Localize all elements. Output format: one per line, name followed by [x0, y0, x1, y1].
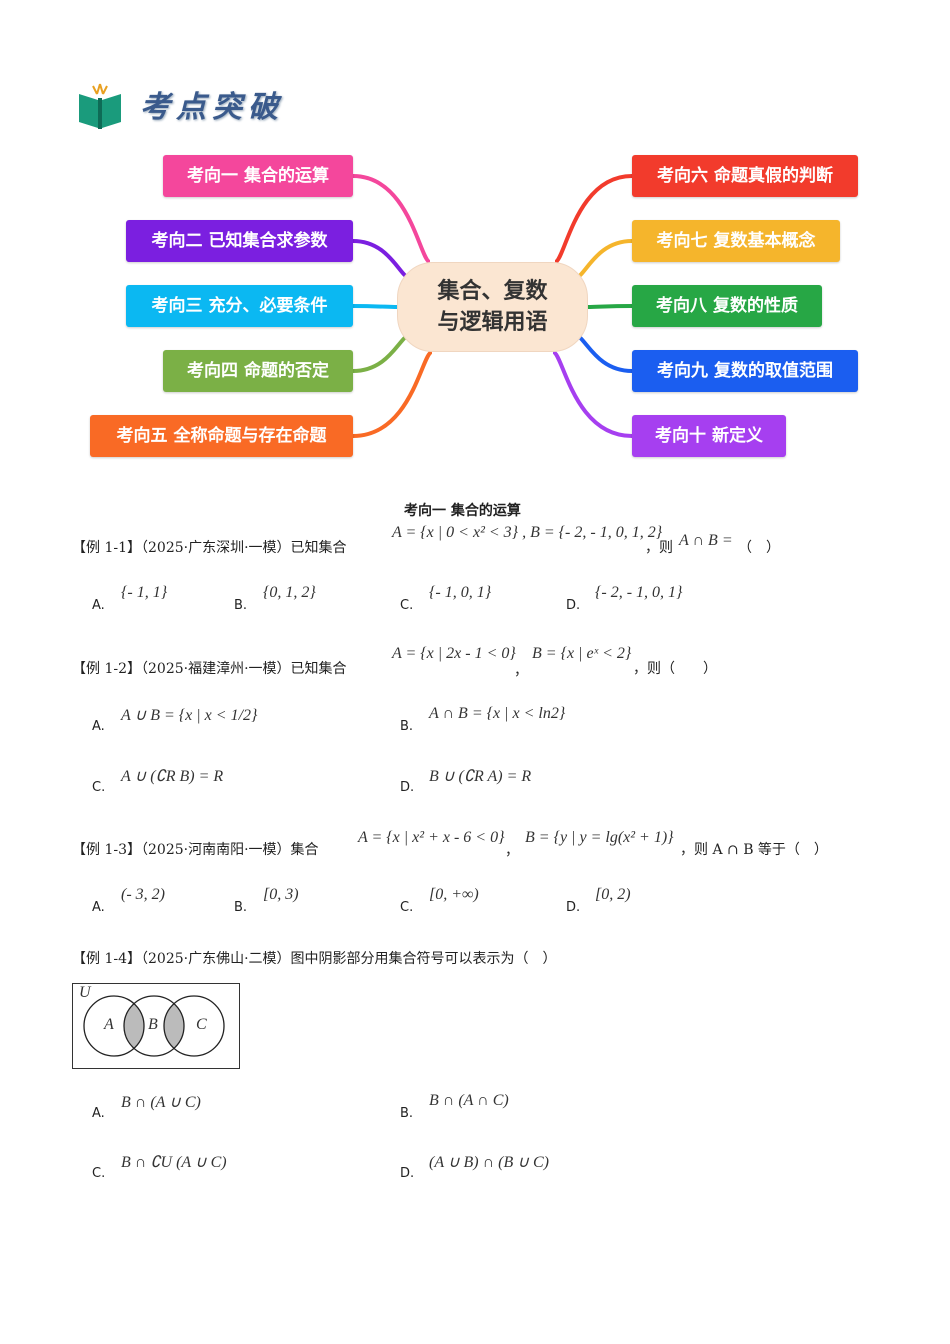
option-value[interactable]: B ∩ (A ∪ C) [121, 1094, 201, 1111]
connector [574, 333, 633, 373]
question-text: ，则 [645, 540, 673, 556]
mindmap-node-left-4: 考向四 命题的否定 [163, 350, 353, 392]
option-label[interactable]: C. [400, 900, 414, 915]
option-value[interactable]: B ∪ (∁R A) = R [429, 768, 532, 785]
question-source: （2025·广东深圳·一模）已知集合 [141, 540, 347, 556]
mindmap-node-left-5: 考向五 全称命题与存在命题 [90, 415, 353, 457]
connector [352, 333, 411, 373]
question-math: A = {x | 0 < x² < 3} , B = {- 2, - 1, 0,… [392, 524, 663, 541]
mindmap-node-right-9: 考向九 复数的取值范围 [632, 350, 858, 392]
question-4: 【例 1-4】（2025·广东佛山·二模）图中阴影部分用集合符号可以表示为（ ） [72, 948, 557, 968]
option-label[interactable]: C. [92, 780, 106, 795]
connector [587, 304, 633, 309]
center-line-1: 集合、复数 [437, 279, 548, 304]
mindmap-center-node: 集合、复数 与逻辑用语 [397, 262, 588, 352]
connector [352, 239, 411, 280]
option-value[interactable]: {- 1, 1} [121, 584, 168, 601]
question-text: （ ） [738, 540, 780, 556]
question-source: （2025·广东佛山·二模）图中阴影部分用集合符号可以表示为（ ） [141, 951, 557, 967]
question-tag: 【例 1-2】 [72, 661, 141, 677]
question-tag: 【例 1-4】 [72, 951, 141, 967]
option-value[interactable]: [0, 2) [595, 886, 631, 903]
venn-label-c: C [196, 1016, 207, 1033]
connector [352, 304, 398, 309]
open-book-icon [77, 82, 123, 134]
connector [553, 174, 633, 264]
option-value[interactable]: A ∩ B = {x | x < ln2} [429, 705, 566, 722]
option-value[interactable]: (- 3, 2) [121, 886, 165, 903]
mindmap-node-left-2: 考向二 已知集合求参数 [126, 220, 353, 262]
mindmap-node-right-8: 考向八 复数的性质 [632, 285, 822, 327]
question-source: （2025·福建漳州·一模）已知集合 [141, 661, 347, 677]
option-value[interactable]: A ∪ (∁R B) = R [121, 768, 224, 785]
section-heading-logo: 考点突破 [140, 90, 284, 125]
option-label[interactable]: B. [400, 719, 414, 734]
option-value[interactable]: B ∩ (A ∩ C) [429, 1092, 509, 1109]
question-3: 【例 1-3】（2025·河南南阳·一模）集合 [72, 839, 319, 859]
mindmap-node-right-6: 考向六 命题真假的判断 [632, 155, 858, 197]
option-value[interactable]: (A ∪ B) ∩ (B ∪ C) [429, 1154, 549, 1171]
question-text: ，则（ ） [633, 661, 717, 677]
venn-label-a: A [104, 1016, 114, 1033]
option-value[interactable]: [0, 3) [263, 886, 299, 903]
question-math: A = {x | x² + x - 6 < 0} [358, 829, 505, 846]
option-value[interactable]: A ∪ B = {x | x < 1/2} [121, 707, 258, 724]
mindmap-node-right-10: 考向十 新定义 [632, 415, 786, 457]
question-math: B = {y | y = lg(x² + 1)} [525, 829, 674, 846]
question-tag: 【例 1-1】 [72, 540, 141, 556]
mindmap-node-right-7: 考向七 复数基本概念 [632, 220, 840, 262]
option-label[interactable]: D. [566, 598, 581, 613]
question-text: ，则 A ∩ B 等于（ ） [680, 842, 828, 858]
option-label[interactable]: A. [92, 900, 105, 915]
connector [551, 350, 633, 438]
option-label[interactable]: B. [234, 598, 248, 613]
option-label[interactable]: D. [400, 780, 415, 795]
option-label[interactable]: D. [566, 900, 581, 915]
question-2: 【例 1-2】（2025·福建漳州·一模）已知集合 [72, 658, 347, 678]
option-label[interactable]: B. [234, 900, 248, 915]
question-tag: 【例 1-3】 [72, 842, 141, 858]
mindmap-connectors [352, 174, 633, 438]
center-line-2: 与逻辑用语 [437, 310, 548, 335]
question-1: 【例 1-1】（2025·广东深圳·一模）已知集合 [72, 537, 347, 557]
venn-label-u: U [79, 984, 91, 1001]
option-value[interactable]: {0, 1, 2} [263, 584, 316, 601]
option-value[interactable]: B ∩ ∁U (A ∪ C) [121, 1154, 227, 1171]
question-text: ， [505, 843, 519, 859]
option-label[interactable]: C. [92, 1166, 106, 1181]
question-text: ， [514, 663, 528, 679]
option-label[interactable]: C. [400, 598, 414, 613]
option-label[interactable]: A. [92, 719, 105, 734]
connector [352, 350, 434, 438]
venn-diagram: U A B C [72, 983, 240, 1069]
question-math: B = {x | eˣ < 2} [532, 645, 632, 662]
option-value[interactable]: {- 2, - 1, 0, 1} [595, 584, 683, 601]
option-label[interactable]: B. [400, 1106, 414, 1121]
venn-label-b: B [148, 1016, 158, 1033]
question-source: （2025·河南南阳·一模）集合 [141, 842, 319, 858]
option-label[interactable]: D. [400, 1166, 415, 1181]
connector [574, 239, 633, 280]
option-label[interactable]: A. [92, 598, 105, 613]
question-math: A = {x | 2x - 1 < 0} [392, 645, 516, 662]
option-value[interactable]: {- 1, 0, 1} [429, 584, 492, 601]
connector [352, 174, 432, 264]
mindmap-node-left-1: 考向一 集合的运算 [163, 155, 353, 197]
question-math: A ∩ B = [679, 532, 733, 549]
option-label[interactable]: A. [92, 1106, 105, 1121]
section-title: 考向一 集合的运算 [404, 503, 521, 519]
option-value[interactable]: [0, +∞) [429, 886, 479, 903]
mindmap-node-left-3: 考向三 充分、必要条件 [126, 285, 353, 327]
